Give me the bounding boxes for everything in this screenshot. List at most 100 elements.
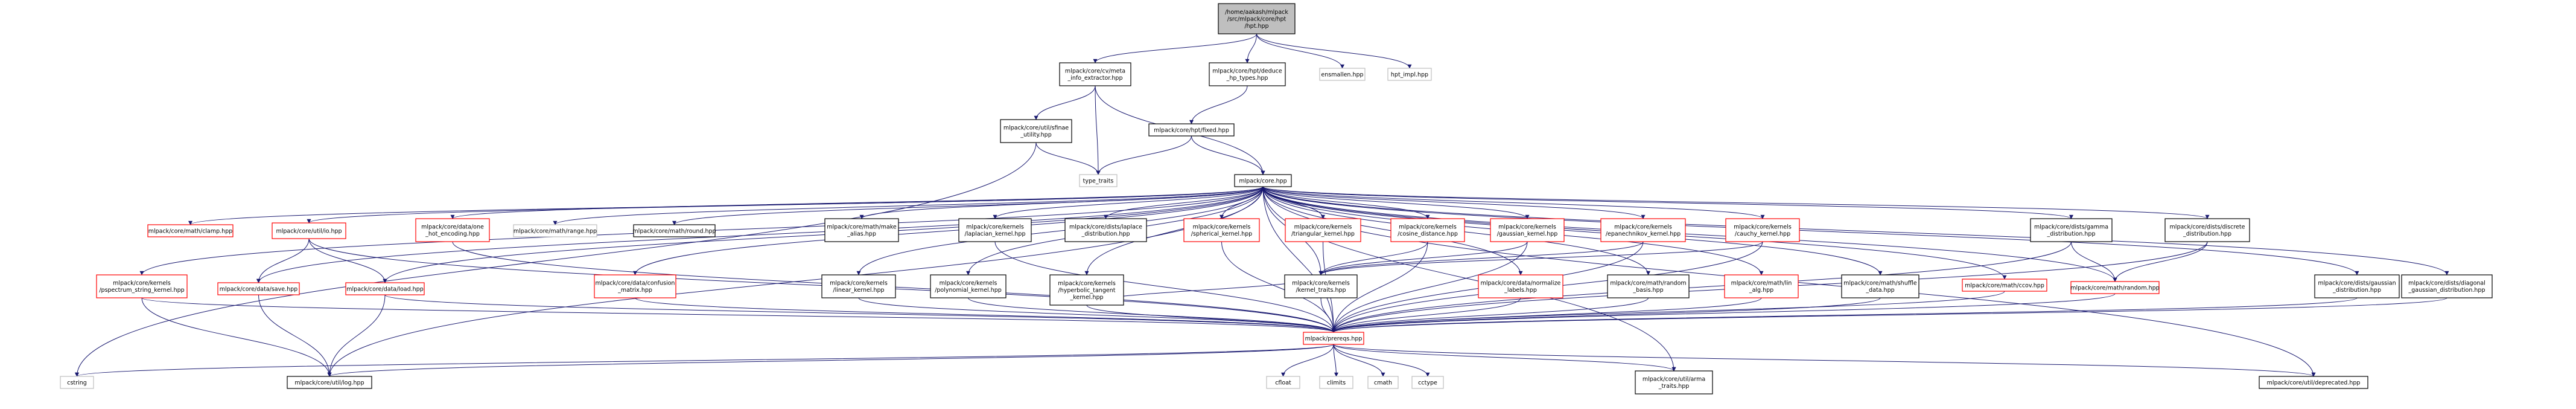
- node-cctype: cctype: [1411, 376, 1444, 389]
- node-box-hpt_impl: [1387, 68, 1432, 81]
- node-label-polynomial_kernel: /polynomial_kernel.hpp: [935, 287, 1002, 294]
- node-clamp[interactable]: mlpack/core/math/clamp.hpp: [147, 224, 234, 237]
- edge-gaussian_kernel-to-prereqs: [1331, 241, 1528, 333]
- node-spherical_kernel[interactable]: mlpack/core/kernels/spherical_kernel.hpp: [1183, 218, 1260, 242]
- node-round[interactable]: mlpack/core/math/round.hpp: [632, 224, 716, 237]
- node-label-triangular_kernel: mlpack/core/kernels: [1294, 224, 1352, 231]
- node-label-one_hot: mlpack/core/data/one: [421, 224, 484, 231]
- node-laplacian_kernel[interactable]: mlpack/core/kernels/laplacian_kernel.hpp: [958, 218, 1032, 242]
- node-linear_kernel[interactable]: mlpack/core/kernels/linear_kernel.hpp: [821, 274, 896, 298]
- node-label-ensmallen: ensmallen.hpp: [1321, 71, 1363, 78]
- node-discrete_dist[interactable]: mlpack/core/dists/discrete_distribution.…: [2164, 218, 2250, 242]
- node-lin_alg[interactable]: mlpack/core/math/lin_alg.hpp: [1724, 274, 1799, 298]
- node-gaussian_dist[interactable]: mlpack/core/dists/gaussian_distribution.…: [2314, 274, 2400, 298]
- node-cosine_distance[interactable]: mlpack/core/kernels/cosine_distance.hpp: [1390, 218, 1465, 242]
- node-shuffle[interactable]: mlpack/core/math/shuffle_data.hpp: [1841, 274, 1919, 298]
- node-confusion[interactable]: mlpack/core/data/confusion_matrix.hpp: [594, 274, 676, 298]
- node-util_io[interactable]: mlpack/core/util/io.hpp: [272, 222, 346, 239]
- node-label-pspectrum: /pspectrum_string_kernel.hpp: [99, 287, 184, 294]
- node-box-pspectrum: [96, 274, 188, 298]
- node-deduce[interactable]: mlpack/core/hpt/deduce_hp_types.hpp: [1209, 62, 1286, 86]
- node-label-hyperbolic: _kernel.hpp: [1069, 294, 1103, 301]
- node-label-hpt_impl: hpt_impl.hpp: [1391, 71, 1428, 78]
- edge-cv_meta-to-sfinae: [1034, 85, 1096, 120]
- node-gamma_dist[interactable]: mlpack/core/dists/gamma_distribution.hpp: [2030, 218, 2113, 242]
- node-hyperbolic[interactable]: mlpack/core/kernels/hyperbolic_tangent_k…: [1049, 274, 1124, 306]
- node-laplace_dist[interactable]: mlpack/core/dists/laplace_distribution.h…: [1064, 218, 1147, 242]
- node-load[interactable]: mlpack/core/data/load.hpp: [345, 282, 425, 295]
- edge-core-to-cosine_distance: [1262, 186, 1430, 219]
- edge-cv_meta-to-type_traits: [1095, 85, 1101, 175]
- node-random[interactable]: mlpack/core/math/random.hpp: [2070, 281, 2160, 294]
- node-normalize[interactable]: mlpack/core/data/normalize_labels.hpp: [1478, 274, 1563, 298]
- node-arma_traits[interactable]: mlpack/core/util/arma_traits.hpp: [1635, 370, 1713, 395]
- node-label-deduce: _hp_types.hpp: [1226, 75, 1268, 82]
- node-box-hyperbolic: [1049, 274, 1124, 306]
- node-label-discrete_dist: _distribution.hpp: [2183, 231, 2231, 237]
- edge-core-to-random: [1262, 186, 2117, 282]
- node-hpt[interactable]: /home/aakash/mlpack/src/mlpack/core/hpt/…: [1218, 3, 1296, 34]
- node-one_hot[interactable]: mlpack/core/data/one_hot_encoding.hpp: [415, 218, 490, 242]
- edge-sfinae-to-cstring: [75, 142, 1037, 377]
- node-triangular_kernel[interactable]: mlpack/core/kernels/triangular_kernel.hp…: [1285, 218, 1361, 242]
- edge-prereqs-to-cstring: [75, 344, 1334, 377]
- node-label-normalize: _labels.hpp: [1504, 287, 1537, 294]
- node-box-util_io: [272, 222, 346, 239]
- node-cauchy[interactable]: mlpack/core/kernels/cauchy_kernel.hpp: [1725, 218, 1800, 242]
- node-kernel_traits[interactable]: mlpack/core/kernels/kernel_traits.hpp: [1284, 274, 1358, 298]
- node-label-round: mlpack/core/math/round.hpp: [632, 228, 716, 234]
- node-pspectrum[interactable]: mlpack/core/kernels/pspectrum_string_ker…: [96, 274, 188, 298]
- edge-prereqs-to-cfloat: [1281, 344, 1334, 377]
- node-box-cauchy: [1725, 218, 1800, 242]
- node-deprecated[interactable]: mlpack/core/util/deprecated.hpp: [2259, 376, 2368, 389]
- edge-prereqs-to-cmath: [1333, 344, 1385, 377]
- node-make_alias[interactable]: mlpack/core/math/make_alias.hpp: [824, 218, 899, 242]
- node-label-random: mlpack/core/math/random.hpp: [2070, 285, 2159, 291]
- node-box-laplacian_kernel: [958, 218, 1032, 242]
- node-save[interactable]: mlpack/core/data/save.hpp: [217, 282, 300, 295]
- node-gaussian_kernel[interactable]: mlpack/core/kernels/gaussian_kernel.hpp: [1490, 218, 1565, 242]
- node-prereqs[interactable]: mlpack/prereqs.hpp: [1303, 332, 1364, 345]
- node-label-gamma_dist: mlpack/core/dists/gamma: [2034, 224, 2108, 231]
- node-label-random_basis: mlpack/core/math/random: [1610, 280, 1686, 287]
- node-log[interactable]: mlpack/core/util/log.hpp: [287, 376, 372, 389]
- node-random_basis[interactable]: mlpack/core/math/random_basis.hpp: [1607, 274, 1690, 298]
- node-label-arma_traits: _traits.hpp: [1658, 383, 1690, 390]
- node-box-load: [345, 282, 425, 295]
- edge-kernel_traits-to-prereqs: [1320, 297, 1336, 333]
- edge-util_io-to-load: [308, 238, 387, 283]
- node-cfloat: cfloat: [1266, 376, 1300, 389]
- node-label-confusion: _matrix.hpp: [617, 287, 652, 294]
- node-box-kernel_traits: [1284, 274, 1358, 298]
- edge-core-to-cauchy: [1262, 186, 1765, 219]
- node-fixed[interactable]: mlpack/core/hpt/fixed.hpp: [1148, 123, 1235, 137]
- edge-core-to-shuffle: [1262, 186, 1883, 275]
- node-box-gaussian_kernel: [1490, 218, 1565, 242]
- node-label-gaussian_kernel: /gaussian_kernel.hpp: [1497, 231, 1558, 237]
- node-box-linear_kernel: [821, 274, 896, 298]
- node-epanechnikov[interactable]: mlpack/core/kernels/epanechnikov_kernel.…: [1600, 218, 1686, 242]
- node-polynomial_kernel[interactable]: mlpack/core/kernels/polynomial_kernel.hp…: [930, 274, 1007, 298]
- node-label-log: mlpack/core/util/log.hpp: [294, 379, 364, 386]
- edge-lin_alg-to-prereqs: [1331, 297, 1762, 333]
- edge-core-to-prereqs: [1262, 186, 1336, 333]
- edge-fixed-to-type_traits: [1096, 135, 1192, 175]
- edge-prereqs-to-cctype: [1333, 344, 1430, 377]
- node-cmath: cmath: [1367, 376, 1399, 389]
- edge-util_io-to-save: [256, 238, 310, 283]
- edge-prereqs-to-log: [327, 344, 1334, 377]
- node-label-cstring: cstring: [67, 379, 87, 386]
- node-box-prereqs: [1303, 332, 1364, 345]
- node-ccov[interactable]: mlpack/core/math/ccov.hpp: [1962, 279, 2047, 292]
- node-diag_gaussian[interactable]: mlpack/core/dists/diagonal_gaussian_dist…: [2401, 274, 2493, 298]
- edge-hpt-to-deduce: [1245, 33, 1257, 63]
- edge-gamma_dist-to-prereqs: [1331, 241, 2072, 333]
- edge-save-to-log: [258, 294, 332, 377]
- node-sfinae[interactable]: mlpack/core/util/sfinae_utility.hpp: [1000, 119, 1072, 143]
- edge-util_io-to-prereqs: [308, 238, 1336, 333]
- edge-pspectrum-to-log: [141, 297, 332, 377]
- node-label-hyperbolic: /hyperbolic_tangent: [1058, 287, 1116, 294]
- node-cv_meta[interactable]: mlpack/core/cv/meta_info_extractor.hpp: [1059, 62, 1131, 86]
- node-core[interactable]: mlpack/core.hpp: [1234, 174, 1292, 187]
- node-label-kernel_traits: /kernel_traits.hpp: [1296, 287, 1346, 294]
